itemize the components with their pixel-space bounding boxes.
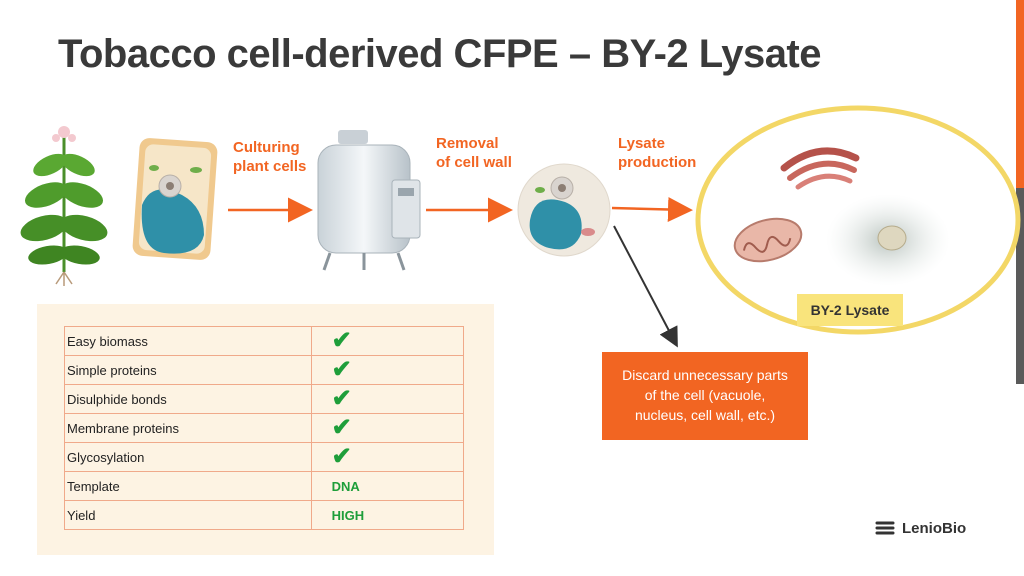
arrow-discard <box>613 225 678 348</box>
row-label: Template <box>64 471 312 501</box>
accent-bar-top <box>1016 0 1024 188</box>
row-label: Simple proteins <box>64 355 312 385</box>
table-row: Glycosylation ✔ <box>64 442 465 472</box>
row-label: Yield <box>64 500 312 530</box>
tobacco-plant-icon <box>20 126 108 286</box>
row-value: ✔ <box>310 413 465 443</box>
table-row: Easy biomass ✔ <box>64 326 465 356</box>
accent-bar-mid <box>1016 188 1024 384</box>
row-value: ✔ <box>310 355 465 385</box>
plant-cell-icon <box>132 138 218 260</box>
discard-line3: nucleus, cell wall, etc.) <box>634 407 776 423</box>
step-culturing-label: Culturing plant cells <box>233 138 306 176</box>
arrow-lysate <box>611 196 693 222</box>
nucleus-icon <box>877 225 907 251</box>
check-icon: ✔ <box>331 385 352 412</box>
step-culturing-line2: plant cells <box>233 158 307 175</box>
step-removal-label: Removal of cell wall <box>436 134 512 172</box>
step-removal-line1: Removal <box>436 135 499 152</box>
bioreactor-icon <box>317 130 421 271</box>
discard-box: Discard unnecessary parts of the cell (v… <box>602 352 808 440</box>
row-label: Glycosylation <box>64 442 312 472</box>
row-value: DNA <box>310 471 465 501</box>
features-table: Easy biomass✔Simple proteins✔Disulphide … <box>64 326 465 530</box>
step-lysate-line2: production <box>618 154 697 171</box>
check-icon: ✔ <box>331 356 352 383</box>
lysate-label: BY-2 Lysate <box>797 294 903 326</box>
step-lysate-line1: Lysate <box>618 135 665 152</box>
row-value: HIGH <box>310 500 465 530</box>
discard-line2: of the cell (vacuole, <box>644 387 766 403</box>
check-icon: ✔ <box>331 327 352 354</box>
step-removal-line2: of cell wall <box>436 154 512 171</box>
row-value: ✔ <box>310 442 465 472</box>
mitochondria-icon <box>733 217 803 263</box>
row-label: Membrane proteins <box>64 413 312 443</box>
row-value: ✔ <box>310 326 465 356</box>
discard-line1: Discard unnecessary parts <box>622 367 788 383</box>
check-icon: ✔ <box>331 414 352 441</box>
table-row: Disulphide bonds ✔ <box>64 384 465 414</box>
leniobio-logo-text: LenioBio <box>902 519 967 537</box>
row-label: Easy biomass <box>64 326 312 356</box>
leniobio-logo: LenioBio <box>874 517 966 539</box>
check-icon: ✔ <box>331 443 352 470</box>
leniobio-logo-icon <box>875 521 895 535</box>
step-lysate-label: Lysate production <box>618 134 696 172</box>
row-label: Disulphide bonds <box>64 384 312 414</box>
table-row: Simple proteins ✔ <box>64 355 465 385</box>
step-culturing-line1: Culturing <box>233 139 300 156</box>
slide-title: Tobacco cell-derived CFPE – BY-2 Lysate <box>58 32 822 76</box>
table-row: Membrane proteins ✔ <box>64 413 465 443</box>
golgi-icon <box>780 147 860 190</box>
row-value: ✔ <box>310 384 465 414</box>
protoplast-icon <box>517 163 611 257</box>
